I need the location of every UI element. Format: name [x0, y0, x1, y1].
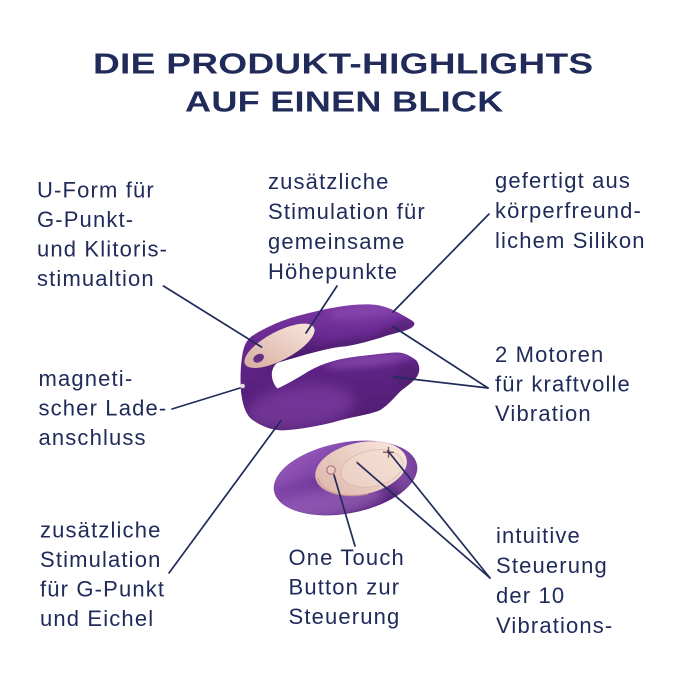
svg-text:Vibrations-: Vibrations-: [496, 613, 613, 638]
svg-text:Höhepunkte: Höhepunkte: [268, 259, 398, 284]
svg-text:Vibration: Vibration: [495, 401, 592, 426]
svg-text:gefertigt aus: gefertigt aus: [495, 168, 631, 193]
svg-text:G-Punkt-: G-Punkt-: [37, 207, 134, 232]
svg-text:Button zur: Button zur: [289, 575, 401, 600]
svg-text:2 Motoren: 2 Motoren: [495, 342, 604, 367]
svg-text:Steuerung: Steuerung: [289, 604, 401, 629]
svg-text:U-Form für: U-Form für: [37, 178, 155, 203]
svg-text:und Klitoris-: und Klitoris-: [37, 237, 168, 262]
svg-text:stimualtion: stimualtion: [37, 266, 155, 291]
svg-text:magneti-: magneti-: [39, 366, 134, 391]
svg-text:Stimulation: Stimulation: [40, 547, 161, 572]
svg-text:Steuerung: Steuerung: [496, 553, 608, 578]
svg-text:DIE PRODUKT-HIGHLIGHTS: DIE PRODUKT-HIGHLIGHTS: [93, 48, 593, 80]
svg-text:One Touch: One Touch: [289, 545, 405, 570]
svg-text:intuitive: intuitive: [496, 523, 581, 548]
svg-text:gemeinsame: gemeinsame: [268, 229, 405, 254]
svg-text:Stimulation für: Stimulation für: [268, 199, 426, 224]
svg-text:für kraftvolle: für kraftvolle: [495, 371, 631, 396]
svg-text:zusätzliche: zusätzliche: [268, 169, 389, 194]
svg-text:für G-Punkt: für G-Punkt: [40, 576, 165, 601]
svg-text:lichem Silikon: lichem Silikon: [495, 228, 646, 253]
svg-text:der 10: der 10: [496, 583, 565, 608]
svg-text:AUF EINEN BLICK: AUF EINEN BLICK: [185, 85, 504, 118]
svg-text:und Eichel: und Eichel: [40, 606, 154, 631]
svg-text:scher Lade-: scher Lade-: [39, 395, 168, 420]
svg-text:anschluss: anschluss: [39, 425, 147, 450]
svg-text:körperfreund-: körperfreund-: [495, 198, 642, 223]
svg-text:zusätzliche: zusätzliche: [40, 517, 161, 542]
